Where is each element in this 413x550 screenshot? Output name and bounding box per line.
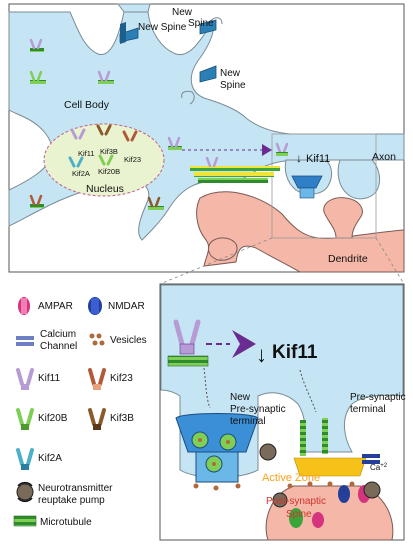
axon-label: Axon (372, 151, 396, 163)
new-spine-label-3b: Spine (220, 80, 246, 91)
spine-stub (181, 90, 195, 105)
new-spine-label-3a: New (220, 68, 241, 79)
kif11-decrease-label-top: Kif11 (306, 153, 330, 165)
legend-kif11: Kif11 (38, 373, 60, 384)
zoom-calcium-channel (362, 454, 380, 464)
reuptake-pump-icon (16, 481, 34, 503)
legend-calcium-1: Calcium (40, 329, 76, 340)
legend-kif3b: Kif3B (110, 413, 134, 424)
legend-vesicles: Vesicles (110, 335, 147, 346)
zoom-source-box (271, 133, 377, 239)
kif23-icon (88, 368, 106, 390)
zoom-down-arrow-icon: ↓ (256, 342, 267, 367)
zoom-dotted-path-2 (299, 369, 317, 413)
terminal-microtubule-1 (300, 420, 306, 456)
transport-arrowhead (262, 144, 272, 156)
axon-terminal (337, 159, 381, 200)
new-presyn-label-1: New (230, 392, 251, 403)
new-spine-label-1: New Spine (138, 22, 187, 33)
nmdar-icon (88, 297, 102, 315)
zoom-connector-left (159, 237, 273, 285)
axon-microtubule-bundle (190, 156, 280, 183)
down-arrow-icon: ↓ (296, 151, 302, 165)
new-terminal-vesicle-clusters (191, 431, 237, 473)
zoom-dotted-path-1 (203, 367, 211, 409)
nucleus-label: Nucleus (86, 183, 124, 195)
kif2a-icon (16, 448, 34, 470)
legend-microtubule: Microtubule (40, 517, 92, 528)
zoom-connector-right (375, 237, 405, 285)
kif20b-icon (16, 408, 34, 430)
legend-pump-1: Neurotransmitter (38, 483, 113, 494)
nucleus-kif23-label: Kif23 (124, 155, 141, 164)
dendrite-spine-right (323, 197, 363, 239)
new-terminal-stem (299, 187, 315, 199)
calcium-channel-icon (16, 336, 34, 346)
nucleus-kif3b-label: Kif3B (100, 147, 118, 156)
new-presyn-label-2: Pre-synaptic (230, 404, 286, 415)
spine-receptors (289, 485, 370, 528)
presyn-label-1: Pre-synaptic (350, 392, 406, 403)
presyn-label-2: terminal (350, 404, 386, 415)
new-spine-label-2b: Spine (188, 18, 214, 29)
vesicles-icon (89, 333, 105, 346)
zoom-reuptake-pumps (259, 443, 381, 508)
nucleus-kif20b-label: Kif20B (98, 167, 120, 176)
dendritic-branch-top (117, 3, 151, 13)
legend-calcium-2: Channel (40, 341, 77, 352)
legend-kif23: Kif23 (110, 373, 133, 384)
new-spine-label-2a: New (172, 7, 193, 18)
zoom-vesicles (193, 481, 355, 491)
zoom-arrowhead (232, 330, 256, 358)
dendrite-spine-left (208, 237, 238, 261)
cell-body-label: Cell Body (64, 99, 110, 111)
legend-kif20b: Kif20B (38, 413, 68, 424)
new-spine-icon-1 (119, 22, 139, 44)
legend-pump-2: reuptake pump (38, 495, 105, 506)
terminal-microtubule-2 (322, 418, 328, 454)
legend-kif2a: Kif2A (38, 453, 62, 464)
legend-ampar: AMPAR (38, 301, 73, 312)
calcium-label: Ca+2 (370, 463, 388, 472)
cytoplasm-kinesins (29, 38, 182, 210)
kif11-motor-top (275, 142, 289, 156)
new-presyn-label-3: terminal (230, 416, 266, 427)
ampar-icon (18, 297, 30, 315)
kif3b-icon (88, 408, 106, 430)
zoom-kif11-decrease-label: Kif11 (272, 342, 318, 363)
microtubule-icon (13, 515, 37, 527)
nucleus-kinesins (68, 124, 138, 168)
postsyn-label-1: Post-synaptic (266, 496, 326, 507)
new-terminal-block (291, 175, 323, 189)
dendrite-label: Dendrite (328, 253, 368, 265)
legend: AMPAR NMDAR Calcium Channel Vesicles Kif… (13, 297, 147, 528)
nucleus-shape (43, 123, 165, 197)
spine-stub-2 (209, 17, 223, 25)
nucleus-kif2a-label: Kif2A (72, 169, 90, 178)
nucleus-kif11-label: Kif11 (78, 149, 95, 158)
active-zone-label: Active Zone (262, 472, 320, 484)
kif11-icon (16, 368, 34, 390)
zoom-kif11-motor (167, 319, 209, 367)
active-zone-band (293, 457, 367, 477)
new-spine-icon-3 (199, 65, 217, 83)
legend-nmdar: NMDAR (108, 301, 145, 312)
new-spine-icon-2 (199, 19, 217, 35)
postsyn-label-2: Spine (286, 509, 312, 520)
